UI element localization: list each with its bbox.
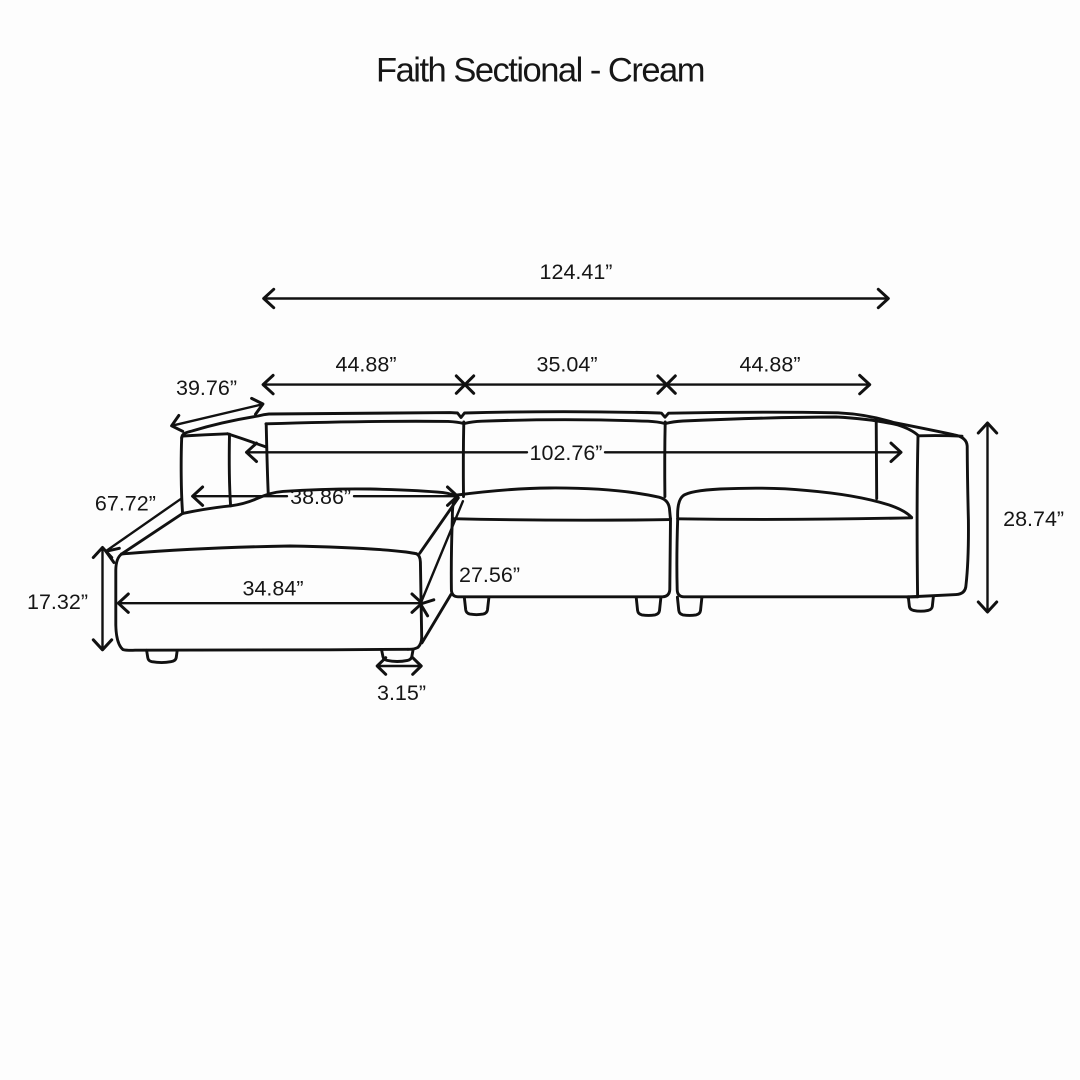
svg-text:35.04”: 35.04”	[537, 353, 598, 377]
svg-text:44.88”: 44.88”	[336, 353, 397, 377]
svg-text:3.15”: 3.15”	[377, 681, 426, 705]
svg-text:102.76”: 102.76”	[530, 441, 603, 465]
svg-text:34.84”: 34.84”	[243, 577, 304, 601]
svg-text:17.32”: 17.32”	[27, 590, 88, 614]
svg-text:44.88”: 44.88”	[740, 353, 801, 377]
svg-text:39.76”: 39.76”	[176, 376, 237, 400]
svg-text:124.41”: 124.41”	[540, 260, 613, 284]
svg-text:Faith Sectional - Cream: Faith Sectional - Cream	[376, 52, 704, 90]
svg-text:67.72”: 67.72”	[95, 491, 156, 515]
svg-text:28.74”: 28.74”	[1003, 507, 1064, 531]
svg-text:27.56”: 27.56”	[459, 563, 520, 587]
svg-text:38.86”: 38.86”	[290, 485, 351, 509]
